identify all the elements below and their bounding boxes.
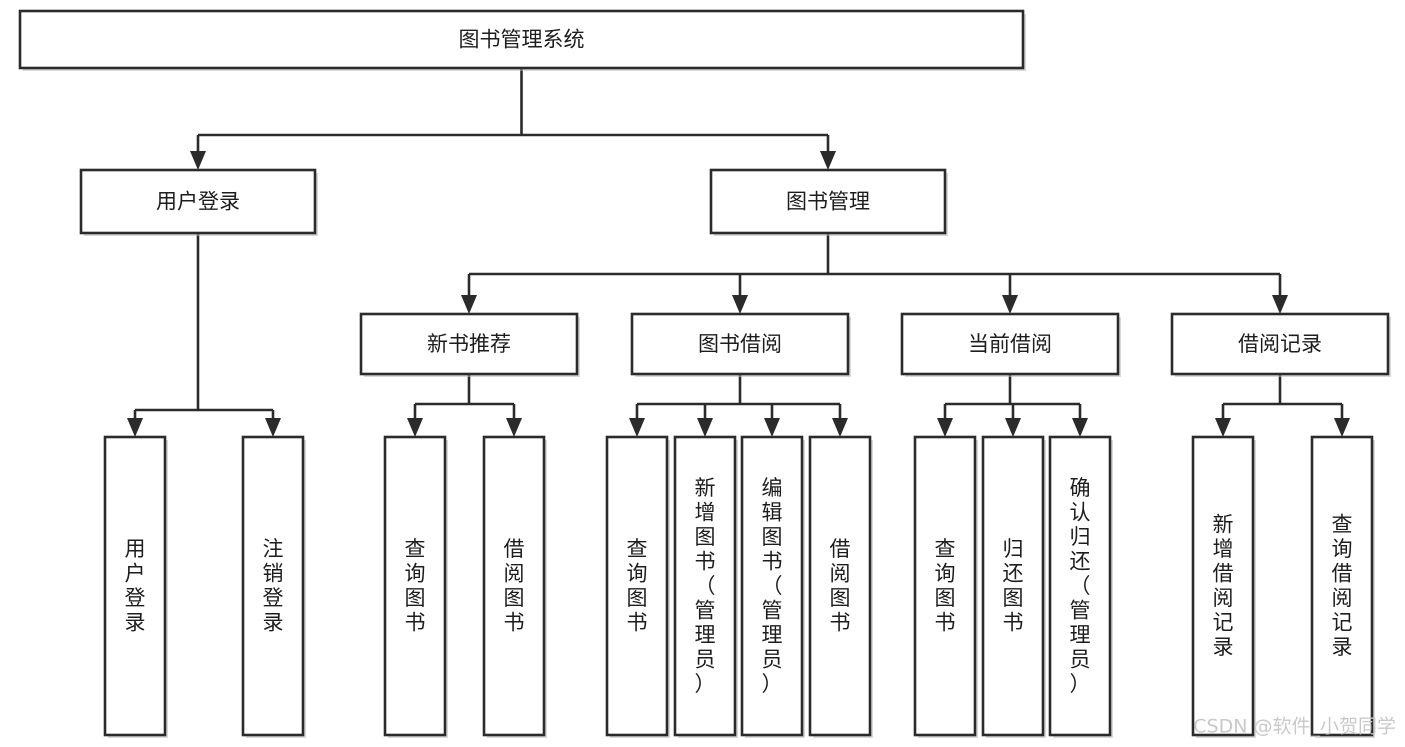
node-borrow-borrow-book[interactable]: 借阅图书 (808, 435, 873, 738)
node-borrow-records[interactable]: 借阅记录 (1170, 312, 1391, 377)
node-label: 当前借阅 (968, 332, 1052, 356)
node-user-login-leaf[interactable]: 用户登录 (103, 435, 168, 738)
node-current-return-book[interactable]: 归还图书 (981, 435, 1046, 738)
node-label: 查询借阅记录 (1332, 513, 1353, 660)
node-current-confirm-return[interactable]: 确认归还（管理员） (1048, 435, 1113, 738)
node-label: 图书管理系统 (459, 28, 585, 52)
node-rect[interactable] (1048, 435, 1112, 737)
csdn-watermark: CSDN @软件_小贺同学 (1193, 716, 1396, 738)
node-borrow-edit-book[interactable]: 编辑图书（管理员） (740, 435, 805, 738)
node-borrow-query-book[interactable]: 查询图书 (605, 435, 670, 738)
node-root[interactable]: 图书管理系统 (18, 9, 1026, 71)
node-rect[interactable] (1310, 435, 1374, 737)
node-label: 用户登录 (125, 537, 146, 635)
arrow-head-icon (697, 418, 713, 437)
arrow-head-icon (764, 418, 780, 437)
node-rect[interactable] (709, 168, 947, 235)
node-label: 查询图书 (935, 537, 956, 635)
arrow-head-icon (265, 418, 281, 437)
node-label: 图书管理 (786, 190, 870, 214)
node-rect[interactable] (18, 9, 1025, 70)
node-label: 注销登录 (263, 537, 284, 635)
node-label: 新增图书（管理员） (695, 476, 716, 696)
node-rect[interactable] (482, 435, 546, 737)
node-rect[interactable] (913, 435, 977, 737)
node-label: 编辑图书（管理员） (762, 476, 783, 696)
arrow-head-icon (506, 418, 522, 437)
node-rect[interactable] (79, 168, 317, 235)
arrow-head-icon (461, 295, 477, 314)
arrow-head-icon (629, 418, 645, 437)
node-label: 新增借阅记录 (1213, 513, 1234, 660)
arrow-head-icon (1215, 418, 1231, 437)
connector-layer (127, 68, 1350, 437)
node-label: 图书借阅 (698, 332, 782, 356)
node-rect[interactable] (900, 312, 1120, 376)
node-rect[interactable] (241, 435, 305, 737)
node-rect[interactable] (383, 435, 447, 737)
node-rect[interactable] (740, 435, 804, 737)
arrow-head-icon (1005, 418, 1021, 437)
node-label: 借阅记录 (1238, 332, 1322, 356)
node-label: 确认归还（管理员） (1070, 476, 1091, 696)
arrow-head-icon (1272, 295, 1288, 314)
node-borrow-add-book[interactable]: 新增图书（管理员） (673, 435, 738, 738)
arrow-head-icon (832, 418, 848, 437)
node-label: 新书推荐 (427, 332, 511, 356)
node-label: 查询图书 (627, 537, 648, 635)
arrow-head-icon (1072, 418, 1088, 437)
node-layer: 图书管理系统用户登录用户登录注销登录图书管理新书推荐查询图书借阅图书图书借阅查询… (18, 9, 1391, 738)
arrow-head-icon (1334, 418, 1350, 437)
arrow-head-icon (1002, 295, 1018, 314)
arrow-head-icon (407, 418, 423, 437)
arrow-head-icon (937, 418, 953, 437)
node-rect[interactable] (359, 312, 579, 376)
node-book-management[interactable]: 图书管理 (709, 168, 948, 236)
node-user-login[interactable]: 用户登录 (79, 168, 318, 236)
arrow-head-icon (820, 151, 836, 170)
node-rect[interactable] (1191, 435, 1255, 737)
node-records-query[interactable]: 查询借阅记录 (1310, 435, 1375, 738)
node-rect[interactable] (1170, 312, 1390, 376)
node-label: 用户登录 (156, 190, 240, 214)
arrow-head-icon (190, 151, 206, 170)
node-rect[interactable] (103, 435, 167, 737)
node-rect[interactable] (981, 435, 1045, 737)
node-label: 借阅图书 (504, 537, 525, 635)
node-records-add[interactable]: 新增借阅记录 (1191, 435, 1256, 738)
node-book-borrow[interactable]: 图书借阅 (630, 312, 851, 377)
arrow-head-icon (732, 295, 748, 314)
node-rect[interactable] (808, 435, 872, 737)
node-label: 借阅图书 (830, 537, 851, 635)
node-new-book-recommend[interactable]: 新书推荐 (359, 312, 580, 377)
node-rect[interactable] (630, 312, 850, 376)
node-label: 查询图书 (405, 537, 426, 635)
node-recommend-borrow-book[interactable]: 借阅图书 (482, 435, 547, 738)
node-rect[interactable] (605, 435, 669, 737)
node-logout-leaf[interactable]: 注销登录 (241, 435, 306, 738)
node-rect[interactable] (673, 435, 737, 737)
arrow-head-icon (127, 418, 143, 437)
node-recommend-query-book[interactable]: 查询图书 (383, 435, 448, 738)
node-current-borrow[interactable]: 当前借阅 (900, 312, 1121, 377)
node-label: 归还图书 (1003, 537, 1024, 635)
node-current-query-book[interactable]: 查询图书 (913, 435, 978, 738)
